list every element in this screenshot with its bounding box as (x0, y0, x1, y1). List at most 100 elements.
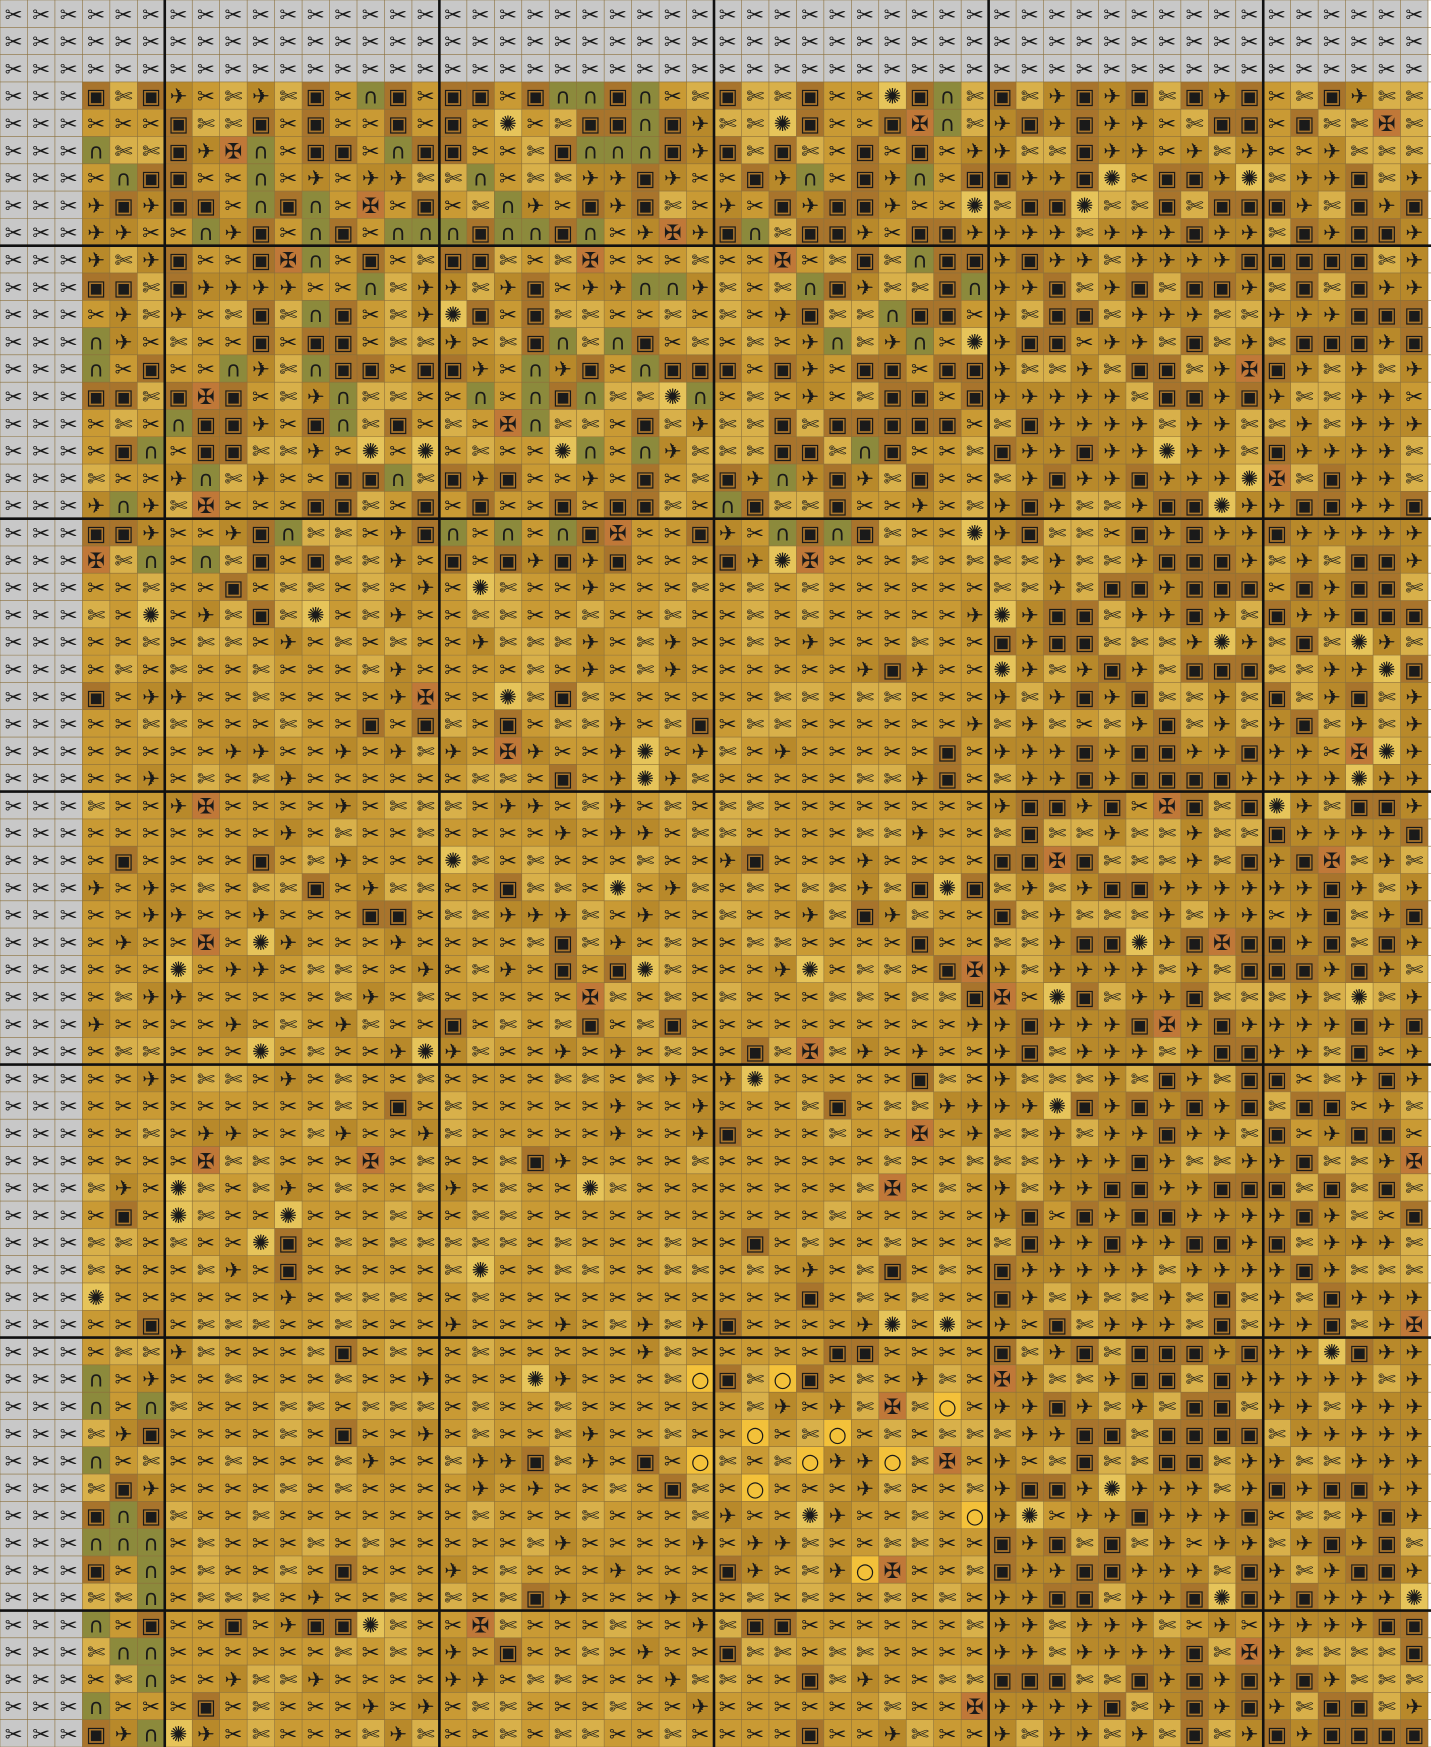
airplane-icon: ✈ (691, 1122, 709, 1147)
scissors-alt-icon: ✄ (279, 876, 297, 901)
scissors-alt-icon: ✄ (499, 1204, 517, 1229)
cut-mark-icon: ✂ (252, 3, 270, 28)
scissors-alt-icon: ✄ (1186, 685, 1204, 710)
web-icon: ✺ (1350, 767, 1368, 792)
portrait-icon: ▣ (992, 631, 1012, 656)
scissors-icon: ✂ (609, 412, 627, 437)
scissors-icon: ✂ (142, 958, 160, 983)
scissors-alt-icon: ✄ (1323, 194, 1341, 219)
airplane-icon: ✈ (1405, 767, 1423, 792)
airplane-icon: ✈ (636, 221, 654, 246)
scissors-icon: ✂ (444, 876, 462, 901)
airplane-icon: ✈ (1213, 740, 1231, 765)
airplane-icon: ✈ (1103, 1067, 1121, 1092)
airplane-icon: ✈ (1268, 303, 1286, 328)
portrait-icon: ▣ (1075, 303, 1095, 328)
scissors-icon: ✂ (1268, 139, 1286, 164)
scissors-alt-icon: ✄ (746, 85, 764, 110)
scissors-icon: ✂ (307, 1231, 325, 1256)
scissors-icon: ✂ (911, 958, 929, 983)
cut-mark-icon: ✂ (1350, 30, 1368, 55)
scissors-icon: ✂ (472, 931, 490, 956)
scissors-icon: ✂ (224, 494, 242, 519)
scissors-icon: ✂ (911, 740, 929, 765)
scissors-icon: ✂ (472, 1013, 490, 1038)
scissors-alt-icon: ✄ (389, 1231, 407, 1256)
scissors-icon: ✂ (334, 249, 352, 274)
scissors-icon: ✂ (581, 1286, 599, 1311)
airplane-icon: ✈ (444, 1177, 462, 1202)
scissors-icon: ✂ (527, 1258, 545, 1283)
airplane-icon: ✈ (1213, 685, 1231, 710)
scissors-icon: ✂ (1076, 330, 1094, 355)
scissors-icon: ✂ (142, 1286, 160, 1311)
cut-mark-icon: ✂ (224, 3, 242, 28)
portrait-icon: ▣ (1185, 330, 1205, 355)
airplane-icon: ✈ (1295, 440, 1313, 465)
portrait-icon: ▣ (1185, 221, 1205, 246)
cut-mark-icon: ✂ (1048, 30, 1066, 55)
web-icon: ✺ (1131, 931, 1149, 956)
scissors-alt-icon: ✄ (417, 1067, 435, 1092)
scissors-alt-icon: ✄ (829, 1204, 847, 1229)
airplane-icon: ✈ (1241, 767, 1259, 792)
scissors-icon: ✂ (444, 603, 462, 628)
portrait-icon: ▣ (251, 330, 271, 355)
scissors-icon: ✂ (417, 849, 435, 874)
cut-mark-icon: ✂ (5, 412, 23, 437)
airplane-icon: ✈ (1405, 986, 1423, 1011)
scissors-icon: ✂ (115, 576, 133, 601)
scissors-alt-icon: ✄ (1103, 713, 1121, 738)
scissors-icon: ✂ (581, 958, 599, 983)
scissors-icon: ✂ (334, 658, 352, 683)
airplane-icon: ✈ (774, 958, 792, 983)
portrait-icon: ▣ (1157, 740, 1177, 765)
scissors-icon: ✂ (170, 1067, 188, 1092)
airplane-icon: ✈ (1103, 1149, 1121, 1174)
portrait-icon: ▣ (498, 713, 518, 738)
scissors-icon: ✂ (115, 958, 133, 983)
scissors-alt-icon: ✄ (884, 1231, 902, 1256)
portrait-icon: ▣ (553, 958, 573, 983)
airplane-icon: ✈ (499, 904, 517, 929)
scissors-alt-icon: ✄ (1213, 1149, 1231, 1174)
airplane-icon: ✈ (1213, 385, 1231, 410)
scissors-alt-icon: ✄ (554, 303, 572, 328)
portrait-icon: ▣ (828, 1095, 848, 1120)
cut-mark-icon: ✂ (691, 30, 709, 55)
portrait-icon: ▣ (114, 849, 134, 874)
airplane-icon: ✈ (1295, 1040, 1313, 1065)
scissors-icon: ✂ (252, 1204, 270, 1229)
portrait-icon: ▣ (937, 767, 957, 792)
portrait-icon: ▣ (1239, 1095, 1259, 1120)
portrait-icon: ▣ (1185, 276, 1205, 301)
portrait-icon: ▣ (718, 358, 738, 383)
portrait-icon: ▣ (498, 876, 518, 901)
scissors-icon: ✂ (774, 1122, 792, 1147)
airplane-icon: ✈ (774, 167, 792, 192)
scissors-alt-icon: ✄ (1241, 685, 1259, 710)
cut-mark-icon: ✂ (362, 57, 380, 82)
cut-mark-icon: ✂ (32, 330, 50, 355)
portrait-icon: ▣ (800, 221, 820, 246)
scissors-icon: ✂ (170, 876, 188, 901)
horseshoe-icon: ∩ (638, 112, 654, 137)
portrait-icon: ▣ (1239, 249, 1259, 274)
scissors-icon: ✂ (472, 112, 490, 137)
scissors-icon: ✂ (279, 658, 297, 683)
airplane-icon: ✈ (334, 794, 352, 819)
cut-mark-icon: ✂ (499, 3, 517, 28)
cut-mark-icon: ✂ (664, 57, 682, 82)
airplane-icon: ✈ (1323, 603, 1341, 628)
portrait-icon: ▣ (223, 440, 243, 465)
portrait-icon: ▣ (1075, 139, 1095, 164)
cut-mark-icon: ✂ (32, 713, 50, 738)
scissors-icon: ✂ (362, 221, 380, 246)
airplane-icon: ✈ (1378, 904, 1396, 929)
scissors-icon: ✂ (362, 1067, 380, 1092)
scissors-icon: ✂ (719, 1286, 737, 1311)
scissors-icon: ✂ (774, 1231, 792, 1256)
scissors-icon: ✂ (170, 221, 188, 246)
scissors-icon: ✂ (527, 603, 545, 628)
scissors-alt-icon: ✄ (664, 194, 682, 219)
